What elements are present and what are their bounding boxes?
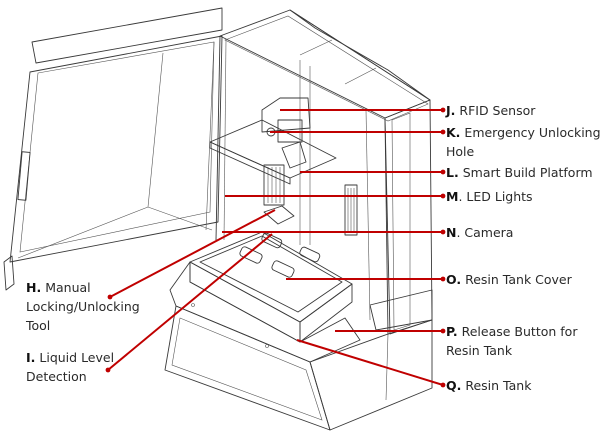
callout-key: P. (446, 324, 458, 339)
callout-text-line2: Resin Tank (446, 343, 513, 358)
callout-text-line2: Locking/Unlocking (26, 299, 140, 314)
leader-lines (105, 107, 446, 388)
callout-key: N (446, 225, 457, 240)
callout-text-line2: Hole (446, 144, 475, 159)
callout-text: Manual (45, 280, 91, 295)
leader-dot-N (440, 229, 446, 235)
leader-dot-J (440, 107, 446, 113)
callout-text: Release Button for (461, 324, 578, 339)
callout-M-led-lights: M. LED Lights (446, 187, 533, 206)
leader-I (107, 233, 273, 371)
leader-H (109, 209, 276, 298)
callout-text: Resin Tank (465, 378, 532, 393)
callout-text: Liquid Level (39, 350, 115, 365)
callout-text-line2: Detection (26, 369, 87, 384)
callout-key: K. (446, 125, 461, 140)
leader-dot-Q (440, 382, 446, 388)
callout-text: Resin Tank Cover (465, 272, 572, 287)
callout-key: O. (446, 272, 462, 287)
leader-dot-I (105, 367, 111, 373)
open-door (3, 7, 223, 291)
callout-K-emergency-unlocking-hole: K. Emergency Unlocking Hole (446, 123, 600, 161)
callout-O-resin-tank-cover: O. Resin Tank Cover (446, 270, 572, 289)
callout-N-camera: N. Camera (446, 223, 513, 242)
callout-key: I. (26, 350, 36, 365)
callout-key: L. (446, 165, 459, 180)
callout-text-line3: Tool (26, 318, 51, 333)
callout-text: . LED Lights (458, 189, 533, 204)
callout-P-release-button: P. Release Button for Resin Tank (446, 322, 577, 360)
leader-dot-P (440, 328, 446, 334)
leader-dot-M (440, 193, 446, 199)
callout-text: RFID Sensor (459, 103, 536, 118)
callout-Q-resin-tank: Q. Resin Tank (446, 376, 531, 395)
callout-J-rfid-sensor: J. RFID Sensor (446, 101, 535, 120)
leader-dot-H (107, 294, 113, 300)
leader-dot-O (440, 276, 446, 282)
callout-text: Smart Build Platform (462, 165, 593, 180)
callout-text: Emergency Unlocking (464, 125, 600, 140)
printer-body (164, 9, 433, 431)
leader-dot-K (440, 129, 446, 135)
callout-L-smart-build-platform: L. Smart Build Platform (446, 163, 593, 182)
callout-key: Q. (446, 378, 462, 393)
callout-key: H. (26, 280, 42, 295)
callout-I-liquid-level-detection: I. Liquid Level Detection (26, 348, 114, 386)
callout-key: J. (446, 103, 456, 118)
callout-H-manual-locking-tool: H. Manual Locking/Unlocking Tool (26, 278, 140, 335)
leader-Q (296, 339, 444, 386)
leader-dot-L (440, 169, 446, 175)
callout-text: . Camera (456, 225, 514, 240)
callout-key: M (446, 189, 459, 204)
